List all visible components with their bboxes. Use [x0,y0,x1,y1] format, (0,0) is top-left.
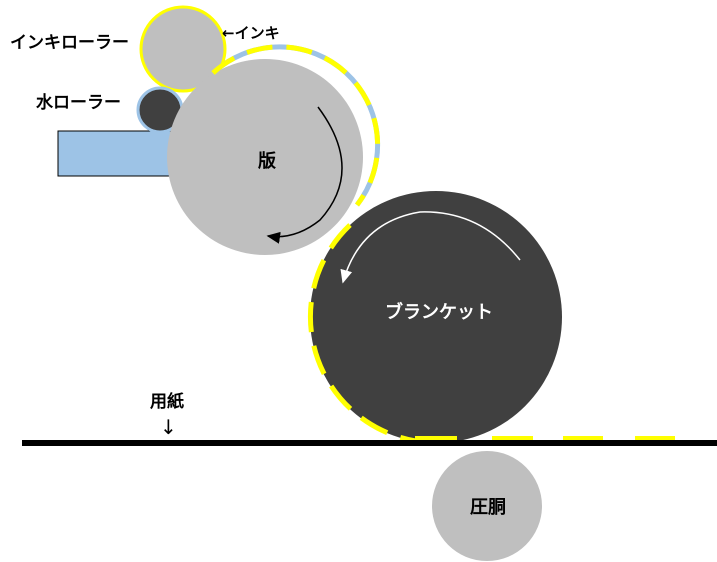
plate-ink-rim [211,44,381,207]
blanket-cylinder [310,191,562,443]
plate-label: 版 [258,150,276,172]
ink-arrow-label: ←インキ [222,24,280,42]
paper-arrow: ↓ [160,415,177,439]
ink-roller-label: インキローラー [10,33,129,53]
impression-label: 圧胴 [470,497,506,518]
water-tray [57,130,178,177]
impression-cylinder [432,451,542,561]
plate-cylinder [167,59,363,255]
water-roller-label: 水ローラー [36,92,121,113]
paper-label: 用紙 [150,391,184,412]
blanket-rotation-arrow [340,211,521,284]
blanket-label: ブランケット [385,301,493,323]
plate-rotation-arrow [266,106,343,244]
ink-roller [139,5,227,93]
blanket-ink-rim [307,223,458,446]
